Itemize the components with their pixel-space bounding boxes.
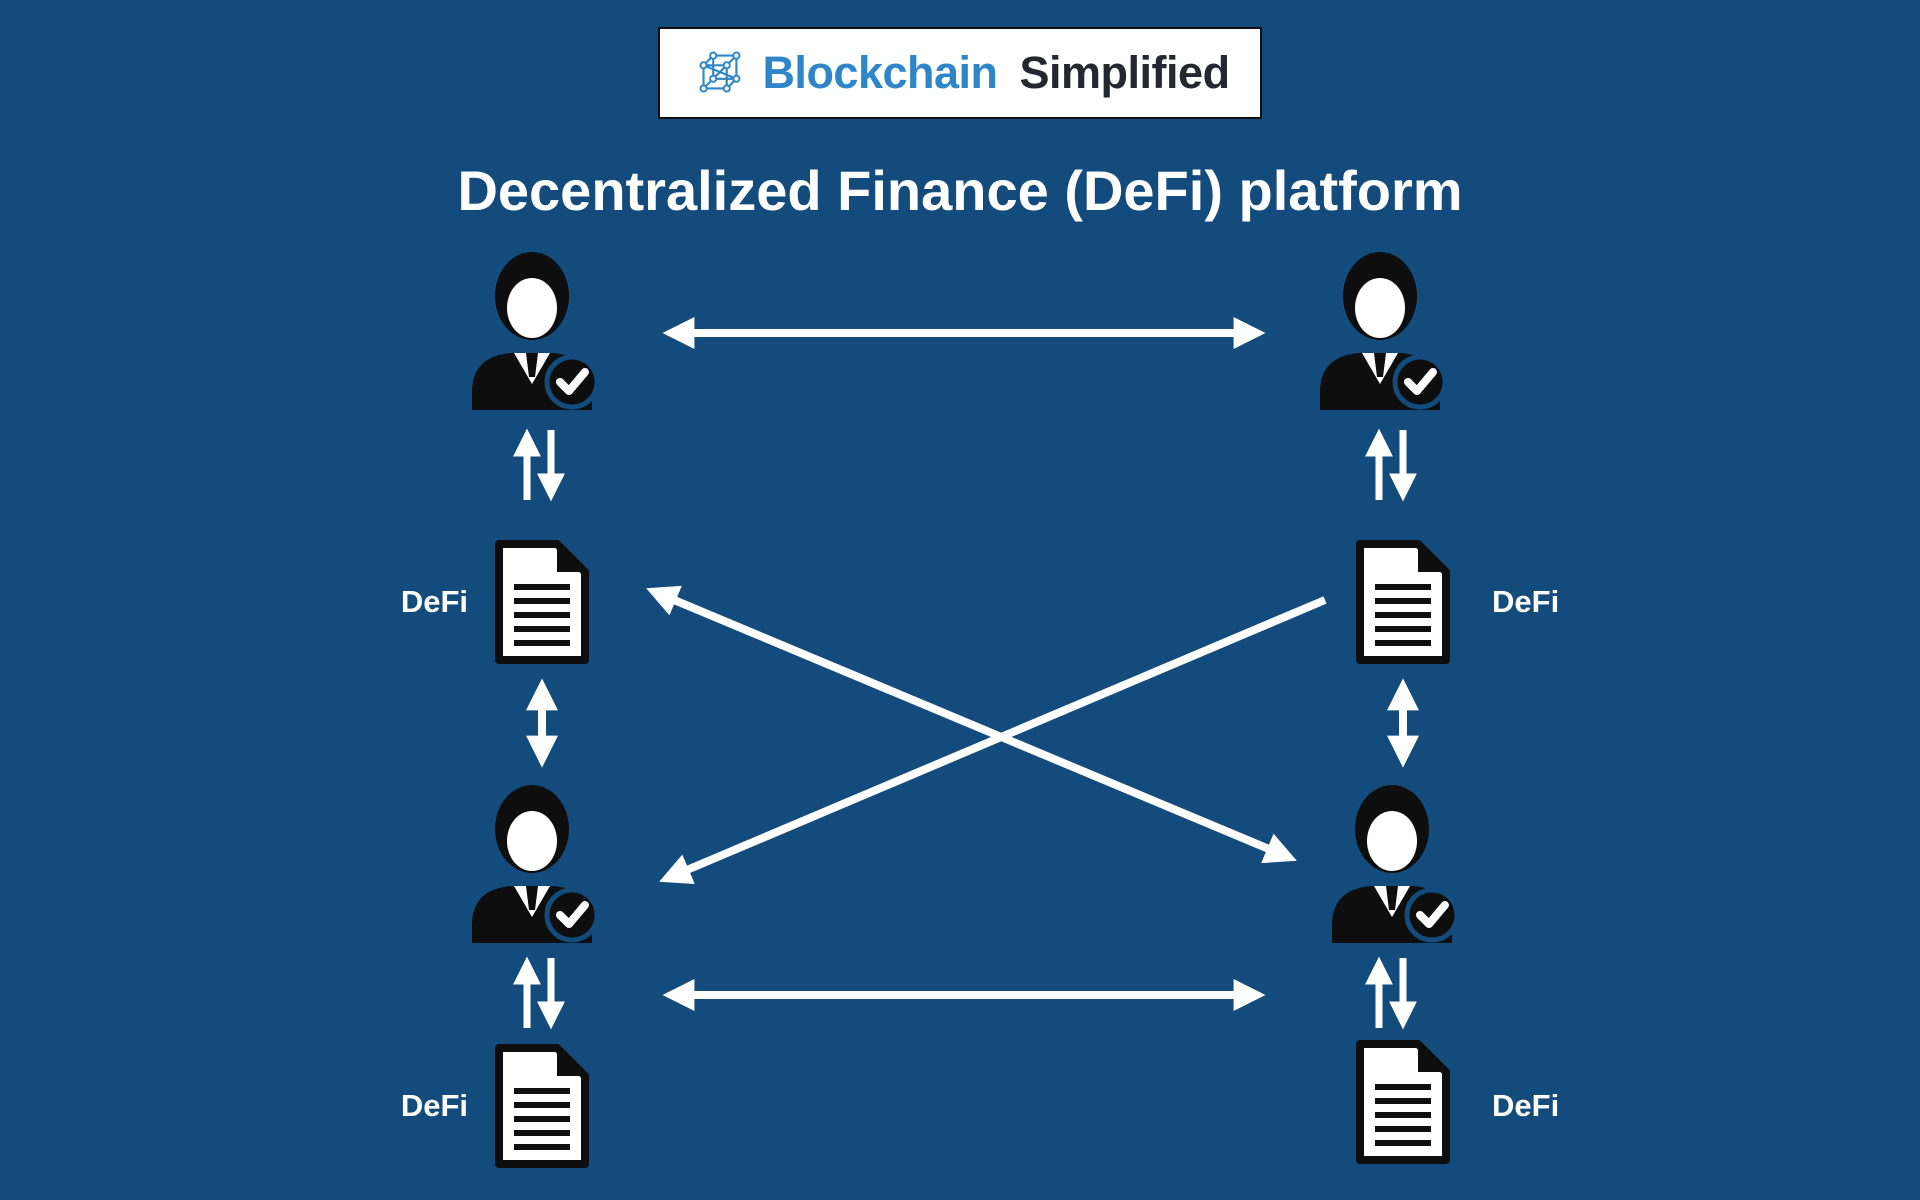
defi-document-right-mid-icon: [1353, 537, 1453, 667]
arrow-doc1-user4-diagonal: [646, 585, 1297, 864]
logo-brand: Blockchain: [762, 47, 998, 98]
logo-text: Blockchain Simplified: [762, 47, 1231, 99]
logo-suffix: Simplified: [1019, 47, 1231, 98]
page-title: Decentralized Finance (DeFi) platform: [457, 158, 1463, 222]
user-top-right-icon: [1308, 250, 1458, 410]
defi-document-bottom-right-icon: [1353, 1037, 1453, 1167]
defi-label-left-mid: DeFi: [400, 584, 468, 619]
user-bottom-left-icon: [460, 783, 610, 943]
arrow-doc2-user3-diagonal: [659, 596, 1327, 885]
user-bottom-right-icon: [1320, 783, 1470, 943]
defi-label-right-mid: DeFi: [1492, 584, 1560, 619]
defi-document-left-mid-icon: [492, 537, 592, 667]
defi-document-bottom-left-icon: [492, 1041, 592, 1171]
logo: Blockchain Simplified: [658, 27, 1262, 119]
defi-label-bottom-right: DeFi: [1492, 1088, 1560, 1123]
defi-label-bottom-left: DeFi: [400, 1088, 468, 1123]
user-top-left-icon: [460, 250, 610, 410]
